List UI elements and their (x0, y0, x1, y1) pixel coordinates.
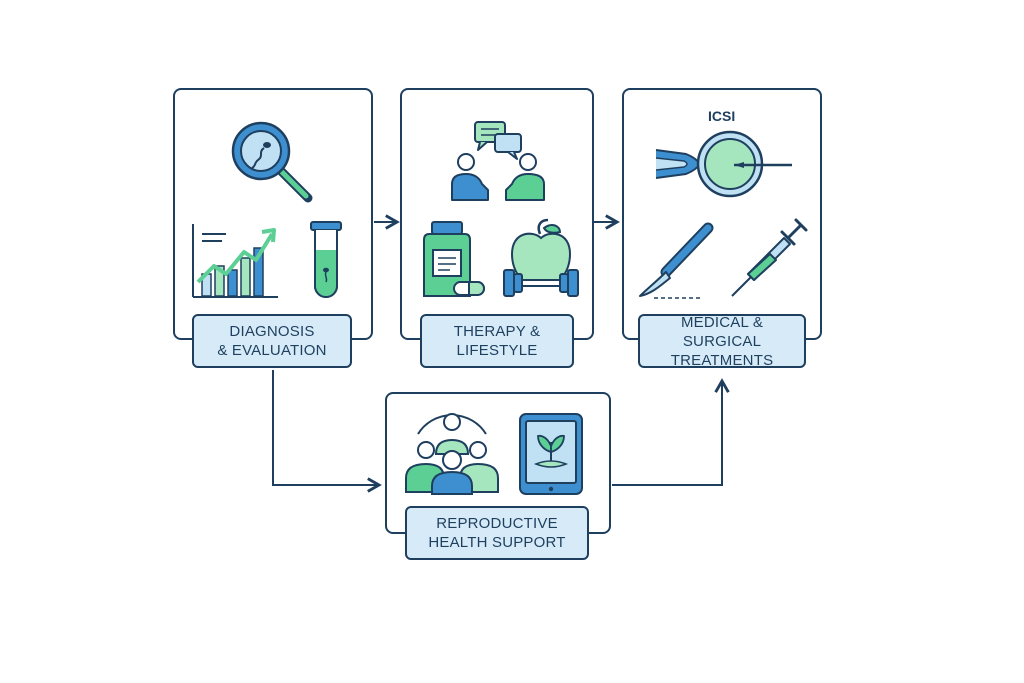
medicine-bottle-icon (423, 221, 485, 297)
diagnosis-label-line1: DIAGNOSIS (229, 323, 315, 340)
scalpel-icon (639, 222, 714, 299)
therapy-label-line2: LIFESTYLE (456, 342, 538, 359)
arrow-diagnosis-to-support (272, 370, 382, 493)
diagnosis-label-line2: & EVALUATION (217, 342, 327, 359)
apple-dumbbell-icon (503, 218, 579, 297)
diagnosis-label: DIAGNOSIS & EVALUATION (192, 314, 352, 368)
support-label-line2: HEALTH SUPPORT (428, 534, 566, 551)
syringe-icon (731, 218, 808, 297)
treatments-panel (622, 88, 822, 340)
therapy-label: THERAPY & LIFESTYLE (420, 314, 574, 368)
support-group-icon (405, 413, 499, 495)
therapy-label-line1: THERAPY & (453, 323, 541, 340)
icsi-injection-icon (655, 130, 792, 198)
test-tube-icon (310, 221, 342, 298)
treatments-label-line2: TREATMENTS (670, 351, 774, 369)
treatments-label-line1: MEDICAL & SURGICAL (680, 313, 764, 350)
counseling-icon (451, 121, 545, 201)
tablet-plant-icon (519, 413, 583, 495)
icsi-caption: ICSI (708, 108, 736, 124)
support-label-line1: REPRODUCTIVE (436, 515, 558, 532)
magnifier-sperm-icon (231, 121, 313, 203)
growth-chart-icon (192, 224, 278, 298)
treatments-label: MEDICAL & SURGICAL TREATMENTS (638, 313, 806, 369)
support-label: REPRODUCTIVE HEALTH SUPPORT (405, 506, 589, 560)
arrow-support-to-treatments (612, 378, 730, 486)
